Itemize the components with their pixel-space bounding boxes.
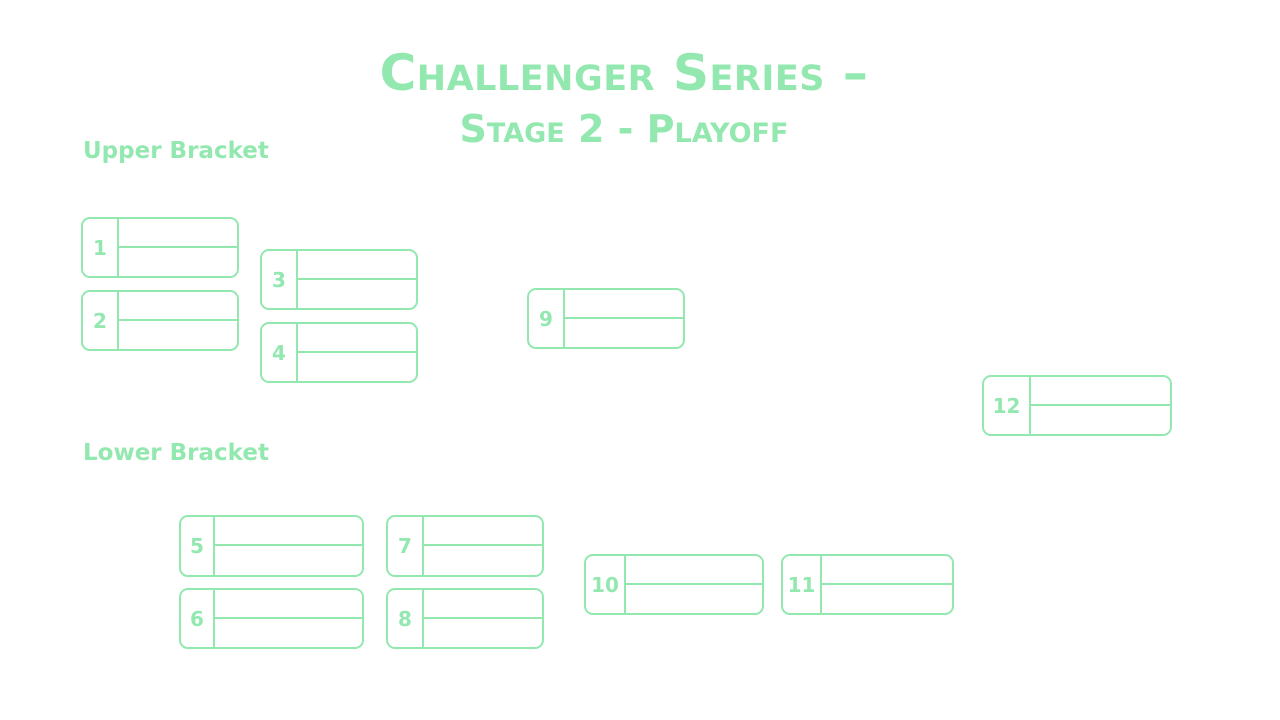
team-slot-bottom xyxy=(565,319,683,348)
team-slot-top xyxy=(565,290,683,319)
match-4: 4 xyxy=(260,322,418,383)
match-number: 7 xyxy=(388,517,424,575)
page-title: Challenger Series – xyxy=(379,44,869,102)
match-3: 3 xyxy=(260,249,418,310)
team-slot-top xyxy=(119,219,237,248)
match-5: 5 xyxy=(179,515,364,577)
match-11: 11 xyxy=(781,554,954,615)
match-number: 12 xyxy=(984,377,1031,434)
team-slot-bottom xyxy=(1031,406,1170,435)
team-slot-top xyxy=(822,556,952,585)
team-slot-top xyxy=(215,590,362,619)
match-12: 12 xyxy=(982,375,1172,436)
team-slot-top xyxy=(424,590,542,619)
match-number: 2 xyxy=(83,292,119,349)
team-slot-bottom xyxy=(626,585,762,614)
team-slot-bottom xyxy=(424,619,542,648)
match-2: 2 xyxy=(81,290,239,351)
match-10: 10 xyxy=(584,554,764,615)
match-number: 1 xyxy=(83,219,119,276)
match-number: 10 xyxy=(586,556,626,613)
team-slot-top xyxy=(626,556,762,585)
team-slot-bottom xyxy=(424,546,542,575)
match-number: 6 xyxy=(181,590,215,647)
team-slot-top xyxy=(298,251,416,280)
match-number: 5 xyxy=(181,517,215,575)
team-slot-bottom xyxy=(822,585,952,614)
page-subtitle: Stage 2 - Playoff xyxy=(459,107,789,151)
team-slot-bottom xyxy=(215,619,362,648)
lower-bracket-label: Lower Bracket xyxy=(83,440,269,466)
match-7: 7 xyxy=(386,515,544,577)
team-slot-bottom xyxy=(298,280,416,309)
team-slot-top xyxy=(1031,377,1170,406)
match-number: 11 xyxy=(783,556,822,613)
match-number: 3 xyxy=(262,251,298,308)
team-slot-bottom xyxy=(298,353,416,382)
match-6: 6 xyxy=(179,588,364,649)
team-slot-bottom xyxy=(119,321,237,350)
match-9: 9 xyxy=(527,288,685,349)
team-slot-bottom xyxy=(119,248,237,277)
team-slot-top xyxy=(424,517,542,546)
match-number: 4 xyxy=(262,324,298,381)
match-1: 1 xyxy=(81,217,239,278)
match-8: 8 xyxy=(386,588,544,649)
upper-bracket-label: Upper Bracket xyxy=(83,138,269,164)
match-number: 8 xyxy=(388,590,424,647)
team-slot-bottom xyxy=(215,546,362,575)
team-slot-top xyxy=(215,517,362,546)
team-slot-top xyxy=(119,292,237,321)
match-number: 9 xyxy=(529,290,565,347)
team-slot-top xyxy=(298,324,416,353)
